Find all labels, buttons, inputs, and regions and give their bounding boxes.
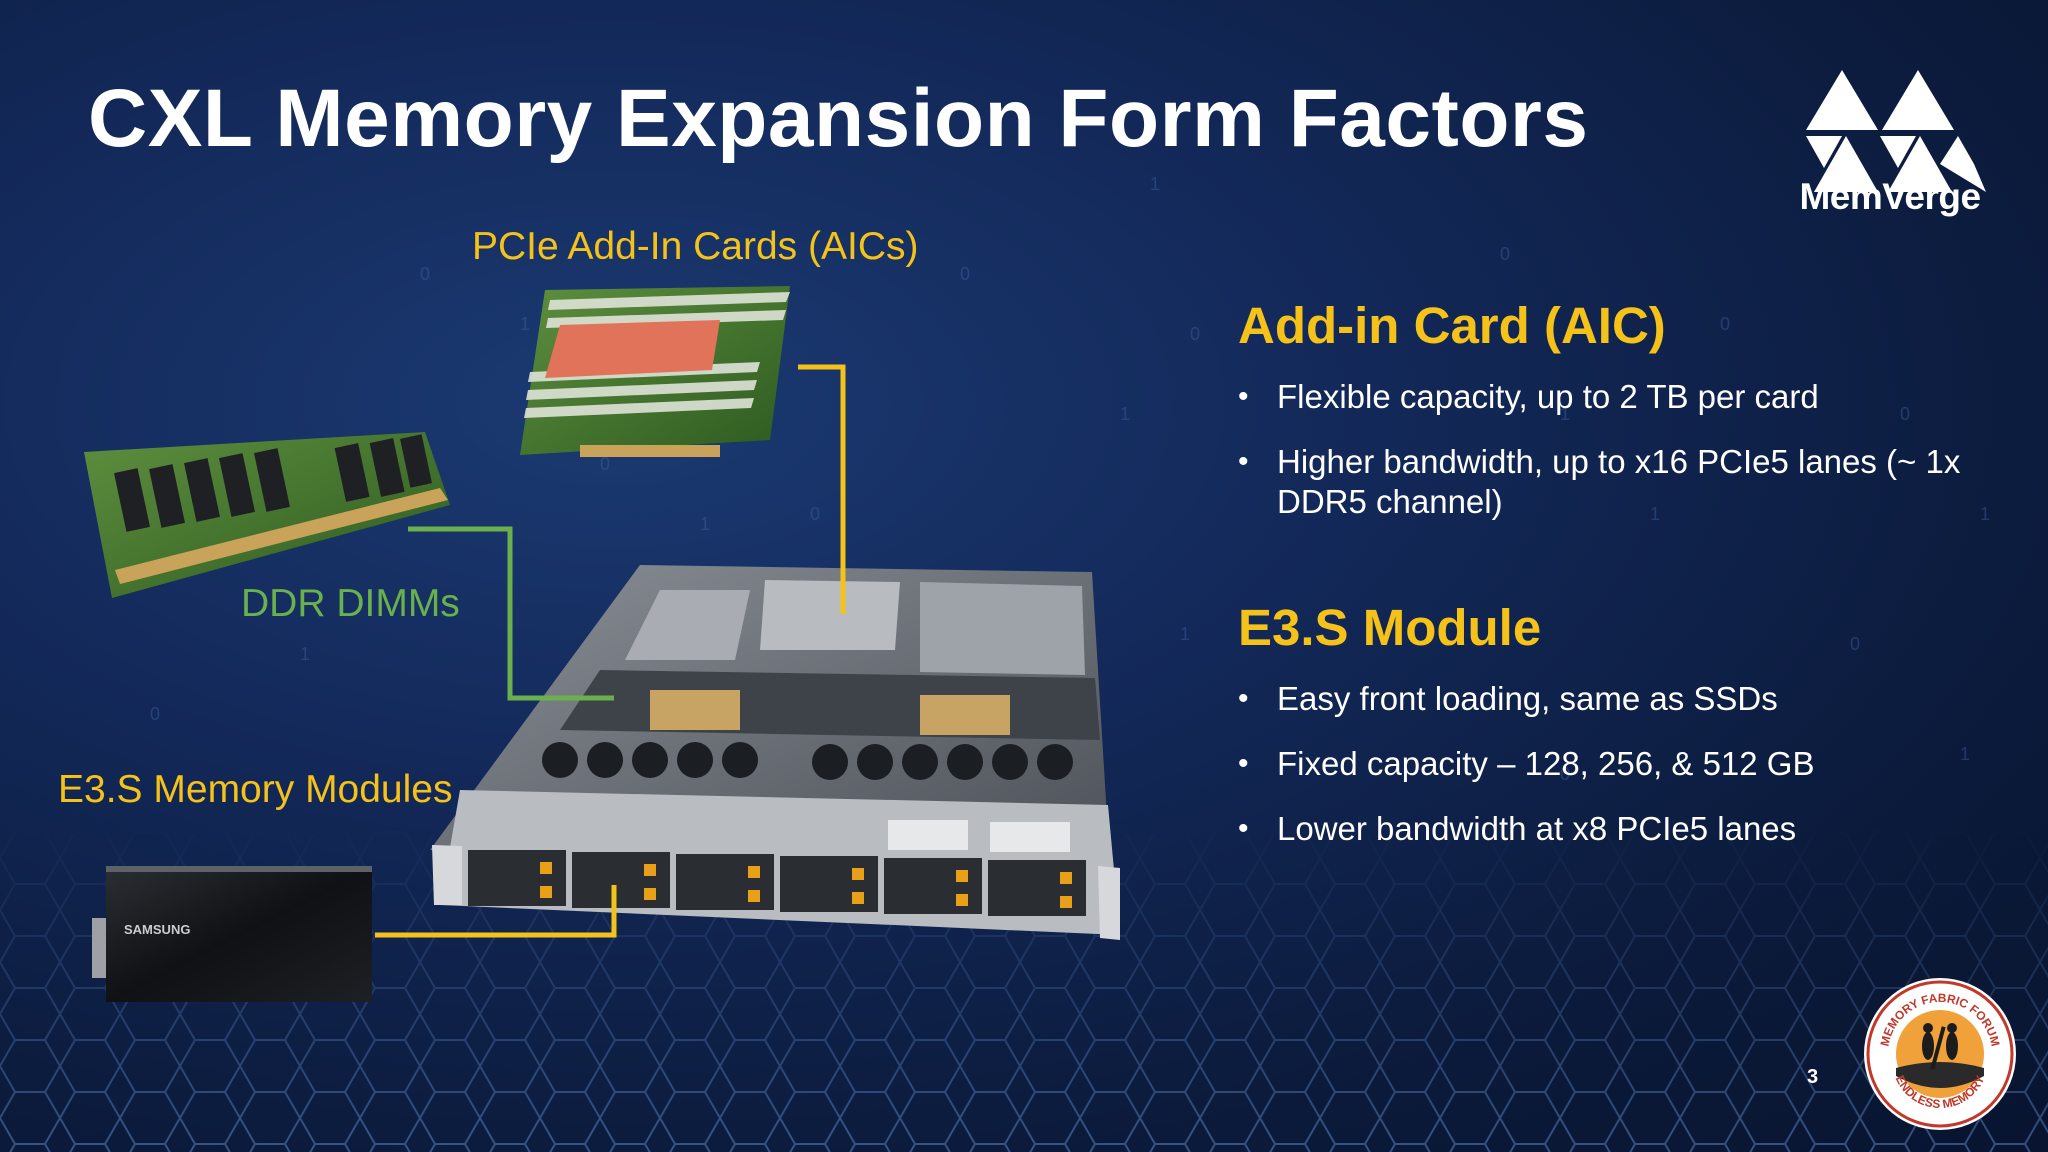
svg-text:0: 0 bbox=[810, 504, 820, 524]
svg-text:0: 0 bbox=[1850, 634, 1860, 654]
bullet-icon: • bbox=[1238, 682, 1249, 715]
list-item: • Easy front loading, same as SSDs bbox=[1238, 679, 1998, 719]
bullet-icon: • bbox=[1238, 812, 1249, 845]
memverge-brand-text: MemVerge bbox=[1799, 176, 1981, 217]
svg-text:1: 1 bbox=[1650, 504, 1660, 524]
aic-section-heading: Add-in Card (AIC) bbox=[1238, 297, 1666, 354]
svg-text:0: 0 bbox=[1560, 764, 1570, 784]
dimm-connector-line bbox=[408, 526, 614, 701]
server-chassis-image bbox=[430, 565, 1120, 940]
svg-text:1: 1 bbox=[1960, 744, 1970, 764]
bullet-text: Easy front loading, same as SSDs bbox=[1277, 680, 1778, 717]
list-item: • Fixed capacity – 128, 256, & 512 GB bbox=[1238, 744, 1998, 784]
svg-text:0: 0 bbox=[1720, 314, 1730, 334]
list-item: • Lower bandwidth at x8 PCIe5 lanes bbox=[1238, 809, 1998, 849]
svg-text:1: 1 bbox=[1560, 404, 1570, 424]
svg-text:1: 1 bbox=[300, 644, 310, 664]
svg-text:1: 1 bbox=[700, 514, 710, 534]
e3s-connector-line bbox=[375, 885, 617, 938]
svg-text:0: 0 bbox=[1190, 324, 1200, 344]
bullet-text: Flexible capacity, up to 2 TB per card bbox=[1277, 378, 1819, 415]
page-number: 3 bbox=[1807, 1066, 1819, 1088]
svg-text:0: 0 bbox=[150, 704, 160, 724]
svg-text:0: 0 bbox=[1900, 404, 1910, 424]
svg-text:1: 1 bbox=[1180, 624, 1190, 644]
bullet-text: Higher bandwidth, up to x16 PCIe5 lanes … bbox=[1277, 443, 1961, 520]
svg-text:1: 1 bbox=[1150, 174, 1160, 194]
svg-text:0: 0 bbox=[600, 454, 610, 474]
ddr-dimm-image bbox=[84, 432, 450, 598]
e3s-label: E3.S Memory Modules bbox=[58, 768, 453, 811]
slide-title: CXL Memory Expansion Form Factors bbox=[88, 73, 1589, 164]
svg-text:0: 0 bbox=[960, 264, 970, 284]
e3s-module-image: SAMSUNG bbox=[92, 866, 372, 1002]
bullet-text: Fixed capacity – 128, 256, & 512 GB bbox=[1277, 745, 1815, 782]
svg-text:1: 1 bbox=[1980, 504, 1990, 524]
list-item: • Flexible capacity, up to 2 TB per card bbox=[1238, 377, 1998, 417]
svg-text:0: 0 bbox=[420, 264, 430, 284]
svg-text:1: 1 bbox=[520, 314, 530, 334]
e3s-section-heading: E3.S Module bbox=[1238, 599, 1542, 656]
memverge-logo-icon bbox=[1806, 70, 1986, 192]
aic-connector-line bbox=[798, 364, 846, 614]
dimm-label: DDR DIMMs bbox=[241, 582, 460, 625]
svg-text:0: 0 bbox=[1500, 244, 1510, 264]
bullet-icon: • bbox=[1238, 747, 1249, 780]
e3s-bullet-list: • Easy front loading, same as SSDs • Fixed… bbox=[1238, 679, 1998, 874]
svg-text:1: 1 bbox=[1120, 404, 1130, 424]
list-item: • Higher bandwidth, up to x16 PCIe5 lanes… bbox=[1238, 442, 1998, 522]
memory-fabric-forum-badge-icon: MEMORY FABRIC FORUM ENDLESS MEMORY bbox=[1864, 978, 2016, 1130]
e3s-module-brand: SAMSUNG bbox=[124, 922, 190, 937]
aic-card-image bbox=[520, 286, 790, 457]
bullet-icon: • bbox=[1238, 380, 1249, 413]
bullet-icon: • bbox=[1238, 445, 1249, 478]
aic-bullet-list: •Flexible capacity, up to 2 TB per card … bbox=[1238, 377, 1998, 547]
bullet-text: Lower bandwidth at x8 PCIe5 lanes bbox=[1277, 810, 1797, 847]
aic-label: PCIe Add-In Cards (AICs) bbox=[472, 225, 919, 268]
